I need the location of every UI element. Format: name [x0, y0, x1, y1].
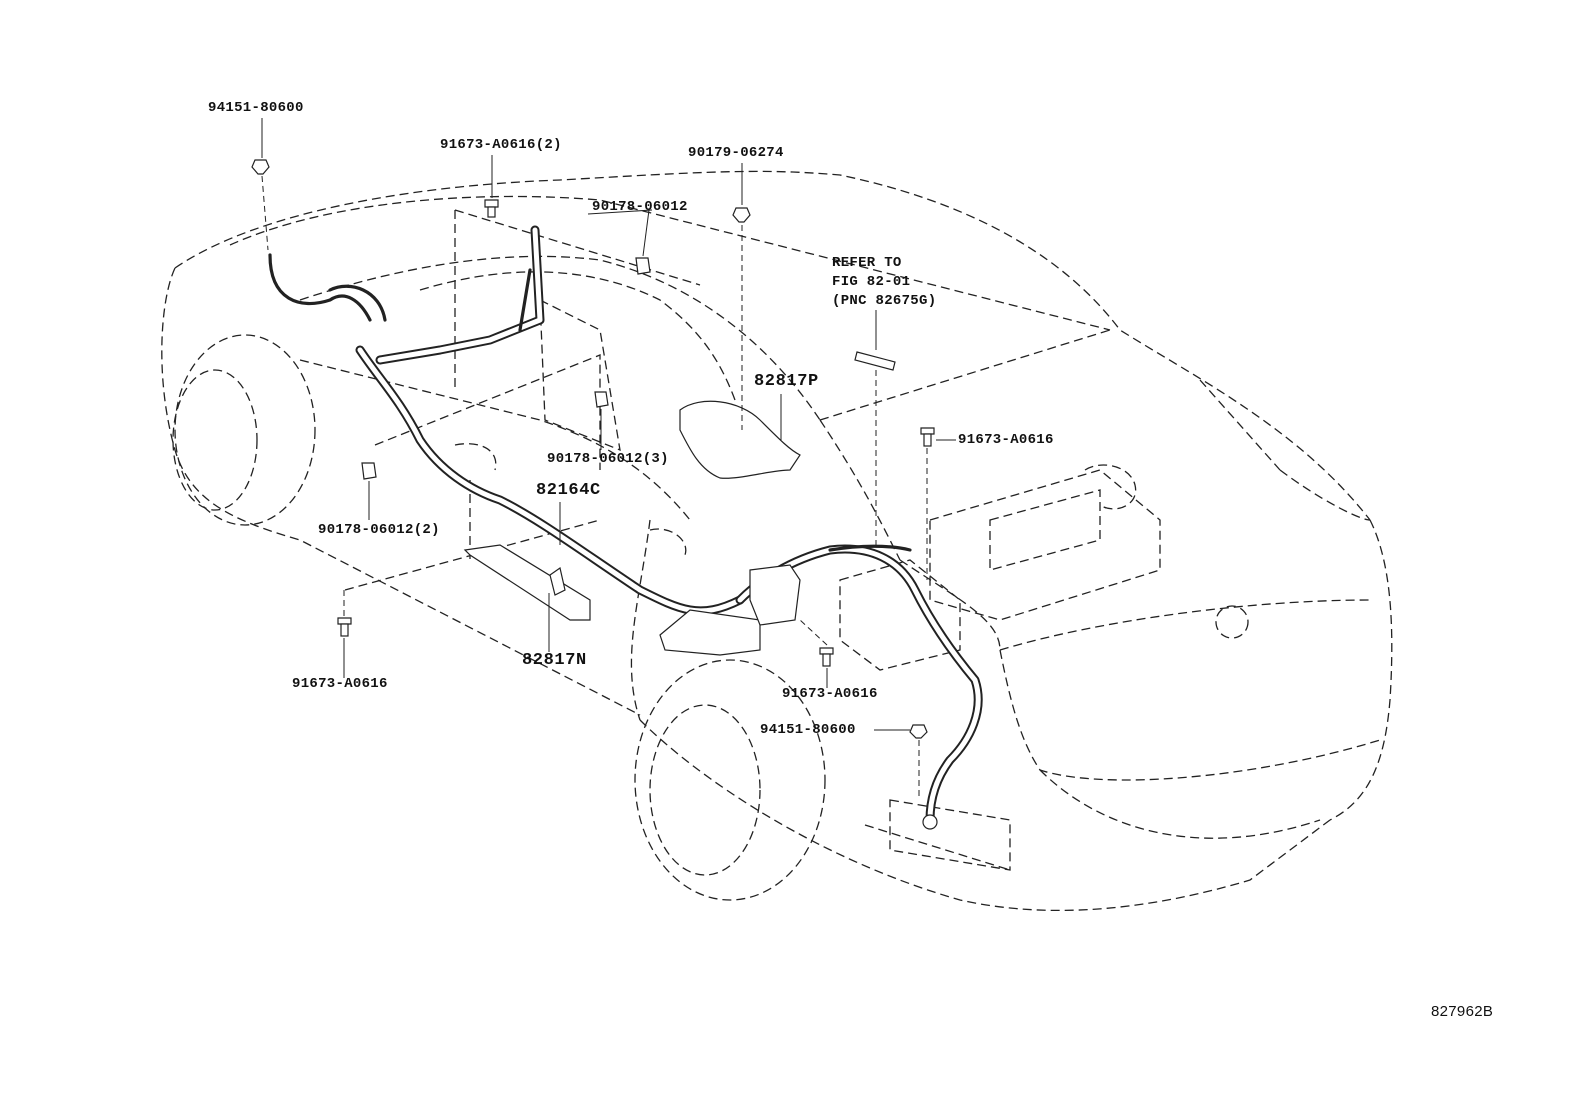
protector-82817N-tab	[549, 566, 566, 596]
fasteners	[251, 159, 935, 739]
label-refer-to: REFER TO	[832, 255, 902, 271]
label-90179-06274: 90179-06274	[688, 145, 784, 161]
label-94151-80600-top: 94151-80600	[208, 100, 304, 116]
rear-connector-bracket	[749, 564, 801, 626]
label-82164C: 82164C	[536, 481, 601, 500]
label-82817P: 82817P	[754, 372, 819, 391]
label-82817N: 82817N	[522, 651, 587, 670]
label-94151-80600-bottom: 94151-80600	[760, 722, 856, 738]
label-91673-A0616-2: 91673-A0616(2)	[440, 137, 562, 153]
protector-82817N	[463, 544, 591, 621]
label-90178-06012-top: 90178-06012	[592, 199, 688, 215]
connector-82675G	[854, 351, 896, 371]
label-91673-A0616-left: 91673-A0616	[292, 676, 388, 692]
label-91673-A0616-mid: 91673-A0616	[782, 686, 878, 702]
leader-lines	[261, 118, 956, 800]
car-body-outline	[161, 170, 1393, 912]
label-refer-fig: FIG 82-01	[832, 274, 911, 290]
label-91673-A0616-right: 91673-A0616	[958, 432, 1054, 448]
label-90178-06012-2: 90178-06012(2)	[318, 522, 440, 538]
figure-code: 827962B	[1431, 1003, 1494, 1020]
harness-82164C	[268, 225, 983, 830]
rear-junction-block	[659, 609, 761, 656]
label-90178-06012-3: 90178-06012(3)	[547, 451, 669, 467]
protector-82817P	[679, 400, 801, 479]
label-refer-pnc: (PNC 82675G)	[832, 293, 937, 309]
